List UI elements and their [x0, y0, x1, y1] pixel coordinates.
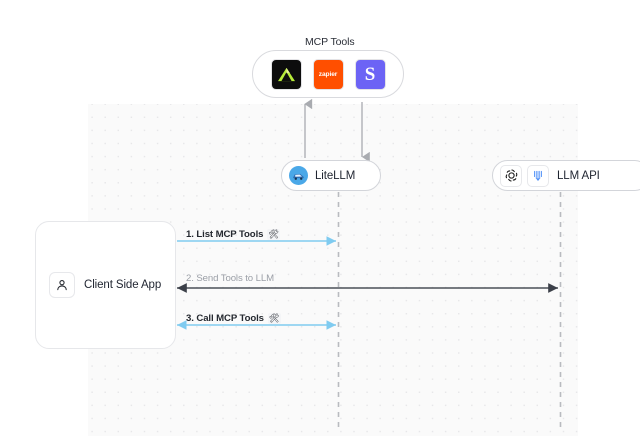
canvas-mask-right: [578, 0, 640, 436]
anthropic-glyph: [534, 170, 542, 181]
openai-glyph: [505, 169, 517, 182]
triangle-glyph: [277, 67, 295, 81]
slack-letter: S: [364, 63, 376, 85]
mcp-tools-group: zapier S: [252, 50, 404, 98]
edge-label-1-text: 1. List MCP Tools: [186, 229, 264, 240]
triangle-logo-icon[interactable]: [270, 58, 302, 90]
tools-icon: 🛠: [267, 229, 281, 240]
person-glyph: [57, 280, 67, 291]
openai-icon: [500, 164, 522, 187]
node-litellm[interactable]: LiteLLM: [281, 160, 381, 191]
edge-label-3: 3. Call MCP Tools 🛠: [186, 313, 281, 324]
tools-icon: 🛠: [267, 313, 281, 324]
edge-label-3-text: 3. Call MCP Tools: [186, 313, 264, 324]
litellm-car-glyph: [293, 173, 304, 180]
zapier-icon[interactable]: zapier: [312, 58, 344, 90]
person-icon: [49, 272, 75, 298]
canvas-mask-left: [0, 0, 88, 436]
node-litellm-label: LiteLLM: [315, 169, 356, 182]
edge-label-2-text: 2. Send Tools to LLM: [186, 273, 274, 284]
edge-label-1: 1. List MCP Tools 🛠: [186, 229, 281, 240]
litellm-avatar-icon: [289, 166, 308, 185]
node-client-side-app[interactable]: Client Side App: [35, 221, 176, 349]
edge-label-2: 2. Send Tools to LLM: [186, 273, 274, 284]
slack-s-icon[interactable]: S: [354, 58, 386, 90]
node-llm-api-label: LLM API: [557, 169, 600, 182]
mcp-tools-label: MCP Tools: [305, 36, 355, 48]
node-client-side-app-label: Client Side App: [84, 279, 162, 291]
zapier-wordmark: zapier: [318, 70, 338, 78]
anthropic-icon: [527, 164, 549, 187]
node-llm-api[interactable]: LLM API: [492, 160, 640, 191]
